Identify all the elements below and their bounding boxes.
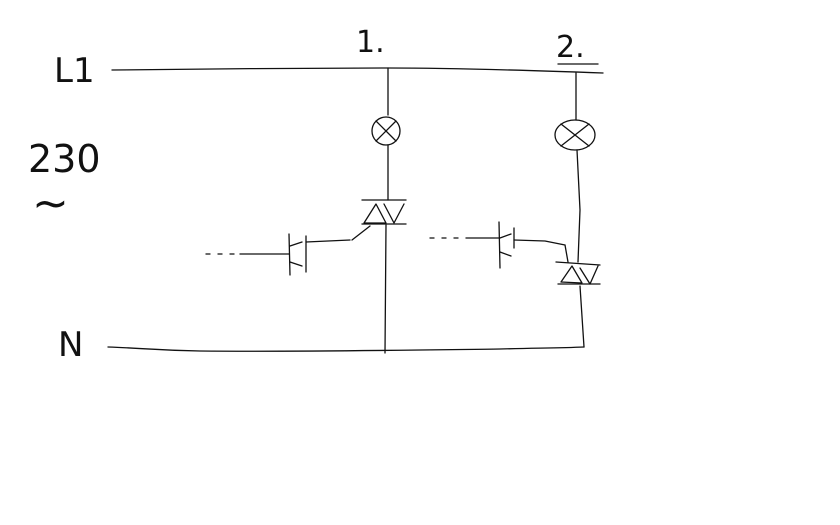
l1-rail — [111, 67, 604, 74]
triac-2 — [555, 244, 601, 285]
branch-2-wire-mid — [576, 149, 581, 263]
neutral-rail — [107, 346, 585, 352]
branch-2-wire-bottom — [579, 285, 585, 348]
label-n: N — [58, 325, 83, 365]
label-voltage: 230 — [28, 137, 101, 181]
label-ac-symbol: ~ — [32, 178, 69, 229]
label-l1: L1 — [54, 51, 95, 91]
lamp-1 — [371, 116, 401, 146]
branch-1-wire-bottom — [384, 224, 387, 354]
label-branch-2: 2. — [556, 30, 585, 65]
triac-1 — [351, 199, 407, 241]
lamp-2 — [554, 119, 596, 151]
label-branch-1: 1. — [356, 25, 385, 60]
optocoupler-1 — [205, 233, 351, 276]
optocoupler-2 — [429, 221, 566, 269]
